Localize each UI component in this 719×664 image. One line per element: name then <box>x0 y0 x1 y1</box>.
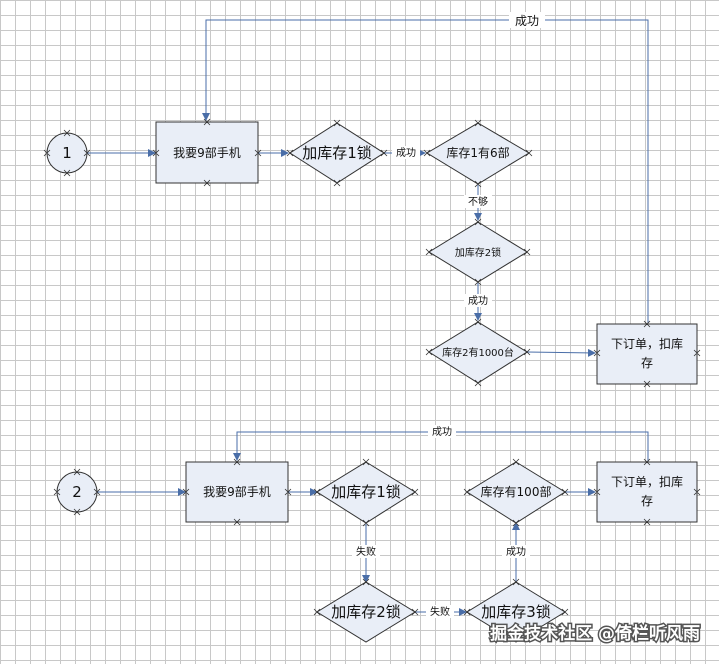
edge-label-success-1: 成功 <box>396 147 416 159</box>
edge-label-fail-1: 失败 <box>356 545 376 558</box>
edge-label-top-success-1: 成功 <box>515 14 539 28</box>
edge-label-bg <box>502 545 530 558</box>
edge-label-bg <box>428 425 456 438</box>
lock2-decision-2 <box>316 581 416 643</box>
edge-label-top-success-2: 成功 <box>432 426 452 438</box>
request-box-1-label: 我要9部手机 <box>173 145 241 160</box>
lock3-decision <box>466 581 566 643</box>
order-box-1-line2: 存 <box>641 356 653 370</box>
check3-decision-label: 库存有100部 <box>481 484 552 499</box>
order-box-2 <box>596 461 698 523</box>
lock1-decision-2-label: 加库存1锁 <box>331 483 401 501</box>
start-node-1-label: 1 <box>62 144 72 162</box>
lock2-decision-2-label: 加库存2锁 <box>331 603 401 621</box>
edge-label-bg <box>392 146 420 159</box>
request-box-2-label: 我要9部手机 <box>203 484 271 499</box>
edge-label-bg <box>464 195 492 208</box>
check2-decision-label: 库存2有1000台 <box>442 346 514 359</box>
connector-markers <box>43 118 701 616</box>
watermark-text: 掘金技术社区 @倚栏听风雨 <box>490 623 700 644</box>
edge-check2-to-order <box>519 347 596 357</box>
edge-label-bg <box>352 545 380 558</box>
lock2-decision-1-label: 加库存2锁 <box>455 246 501 259</box>
diagram-1: 成功 不够 成功 成功 1 我要9部手机 加库存1锁 库存1有6部 加库存2锁 … <box>46 12 698 385</box>
edge-label-success-2: 成功 <box>468 295 488 307</box>
order-box-1 <box>596 323 698 385</box>
edge-order-loop-back <box>202 19 649 323</box>
edge-label-fail-2: 失败 <box>430 605 450 618</box>
check1-decision-label: 库存1有6部 <box>446 145 509 160</box>
edge-label-bg <box>426 605 454 618</box>
start-node-2-label: 2 <box>72 483 82 501</box>
order-box-1-line1: 下订单，扣库 <box>611 336 683 351</box>
lock3-decision-label: 加库存3锁 <box>481 603 551 621</box>
edge-label-bg <box>509 12 545 28</box>
edge-label-insufficient: 不够 <box>468 196 488 208</box>
order-box-2-line2: 存 <box>641 494 653 508</box>
diagram-2: 失败 失败 成功 成功 2 我要9部手机 加库存1锁 库存有100部 加库存2锁… <box>56 425 698 643</box>
edge-label-bg <box>464 294 492 307</box>
order-box-2-line1: 下订单，扣库 <box>611 474 683 489</box>
lock1-decision-1-label: 加库存1锁 <box>302 144 372 162</box>
request-box-2 <box>185 461 289 523</box>
edge-label-success-3: 成功 <box>506 546 526 558</box>
